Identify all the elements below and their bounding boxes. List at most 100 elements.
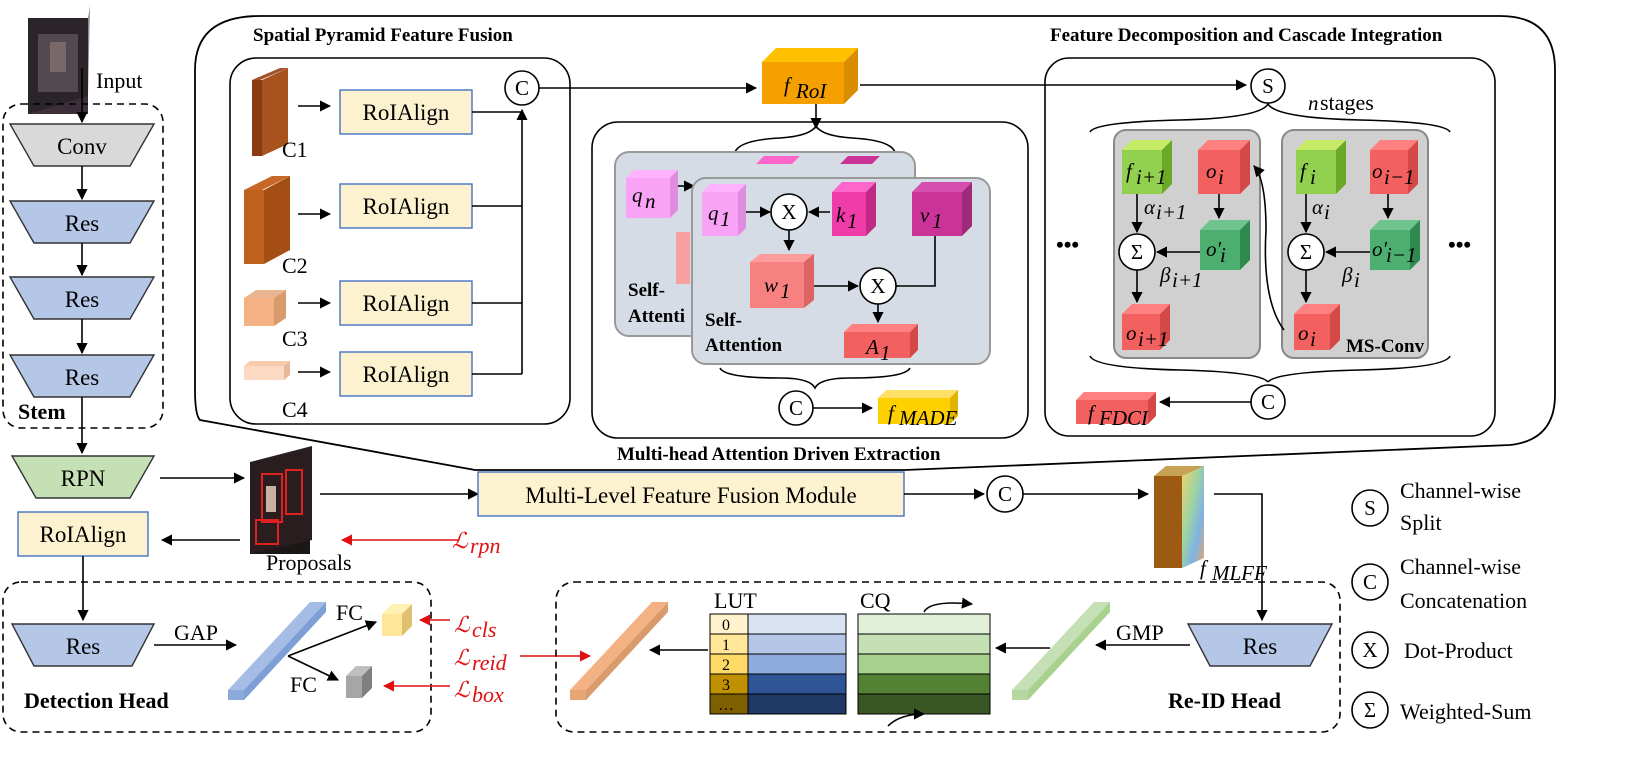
f-mlff-label: f MLFF	[1200, 556, 1267, 585]
c3-label: C3	[282, 326, 308, 351]
svg-text:Channel-wise: Channel-wise	[1400, 554, 1521, 579]
svg-text:Concatenation: Concatenation	[1400, 588, 1527, 613]
f-i: f i	[1296, 140, 1346, 194]
sum-op-a: Σ	[1118, 233, 1156, 271]
loss-rpn: ℒ rpn	[452, 528, 501, 558]
o-prime-i-minus-1: o′ i−1	[1370, 220, 1420, 270]
res-block-3: Res	[8, 354, 156, 398]
svg-text:Dot-Product: Dot-Product	[1404, 638, 1513, 663]
attention-output: A 1	[844, 324, 918, 365]
fc-top-label: FC	[336, 600, 363, 625]
svg-text:f: f	[888, 401, 897, 425]
svg-text:…: …	[718, 697, 734, 714]
svg-text:i+1: i+1	[1172, 268, 1203, 292]
o-i-plus-1: o i+1	[1122, 304, 1170, 351]
svg-text:i: i	[1220, 243, 1226, 267]
fc-bottom-label: FC	[290, 672, 317, 697]
svg-text:0: 0	[722, 617, 730, 634]
beta-i: β i	[1341, 263, 1360, 292]
concat-op-made: C	[778, 390, 814, 426]
alpha-i-plus-1: α i+1	[1144, 195, 1187, 224]
sum-op-b: Σ	[1287, 233, 1325, 271]
alpha-i: α i	[1312, 195, 1330, 224]
loss-box: ℒ box	[454, 677, 504, 707]
res-label: Res	[65, 287, 100, 312]
made-title: Multi-head Attention Driven Extraction	[617, 444, 941, 465]
proposals-label: Proposals	[266, 550, 352, 575]
svg-text:S: S	[1364, 496, 1376, 520]
legend-sum: Σ Weighted-Sum	[1351, 691, 1531, 729]
svg-text:1: 1	[880, 341, 891, 365]
stem-group	[2, 103, 164, 429]
svg-text:β: β	[1159, 263, 1171, 287]
mlff-module: Multi-Level Feature Fusion Module	[477, 471, 905, 517]
svg-text:i−1: i−1	[1384, 165, 1415, 189]
svg-text:RoIAlign: RoIAlign	[363, 291, 450, 316]
fdci-panel	[1044, 57, 1496, 437]
svg-text:X: X	[870, 274, 885, 298]
svg-text:Weighted-Sum: Weighted-Sum	[1400, 699, 1531, 724]
input-label: Input	[96, 68, 142, 93]
svg-text:1: 1	[847, 209, 858, 233]
roialign-block-main: RoIAlign	[17, 511, 149, 557]
self-attention-label: Self-	[705, 310, 742, 331]
made-panel	[591, 121, 1029, 439]
svg-text:f: f	[784, 73, 793, 97]
svg-text:S: S	[1262, 74, 1274, 98]
roialign-c2: RoIAlign	[339, 183, 473, 229]
svg-text:Channel-wise: Channel-wise	[1400, 478, 1521, 503]
stem-label: Stem	[18, 399, 66, 424]
svg-text:o′: o′	[1372, 237, 1388, 261]
concat-op-spf: C	[504, 70, 540, 106]
svg-text:2: 2	[722, 657, 730, 674]
f-made-block: f MADE	[878, 390, 958, 430]
svg-text:α: α	[1312, 195, 1324, 219]
gmp-label: GMP	[1116, 620, 1164, 645]
f-mlff-block	[1154, 466, 1204, 568]
reid-head-group	[555, 581, 1341, 733]
svg-text:f: f	[1200, 556, 1209, 580]
input-image	[28, 6, 90, 114]
det-res-block: Res	[10, 623, 156, 667]
svg-text:q: q	[632, 183, 643, 207]
svg-text:Res: Res	[1243, 634, 1278, 659]
svg-text:reid: reid	[472, 650, 508, 675]
back-self-attention-label: Self-	[628, 280, 665, 301]
svg-text:f: f	[1126, 159, 1135, 183]
svg-text:i+1: i+1	[1156, 200, 1187, 224]
roialign-c4: RoIAlign	[339, 351, 473, 397]
legend-dot: X Dot-Product	[1351, 631, 1513, 669]
svg-text:Split: Split	[1400, 510, 1442, 535]
conv-label: Conv	[57, 134, 107, 159]
reid-res-block: Res	[1186, 623, 1334, 667]
value-1: v 1	[912, 182, 972, 236]
svg-text:MADE: MADE	[898, 406, 957, 430]
res-block-2: Res	[8, 276, 156, 320]
svg-text:Σ: Σ	[1131, 240, 1143, 264]
roialign-c3: RoIAlign	[339, 280, 473, 326]
svg-text:stages: stages	[1320, 90, 1374, 115]
svg-text:Σ: Σ	[1300, 240, 1312, 264]
feature-c4	[244, 361, 290, 380]
svg-text:f: f	[1300, 159, 1309, 183]
lut-table: 0 1 2 3 …	[709, 613, 847, 715]
o-i-minus-1: o i−1	[1370, 140, 1418, 194]
svg-text:C: C	[1261, 390, 1275, 414]
gap-label: GAP	[174, 620, 218, 645]
svg-text:i−1: i−1	[1386, 243, 1417, 267]
feature-c3	[244, 290, 286, 326]
f-roi-block: f RoI	[762, 48, 858, 104]
svg-text:RoIAlign: RoIAlign	[363, 194, 450, 219]
svg-text:q: q	[708, 201, 719, 225]
svg-text:o: o	[1126, 321, 1137, 345]
svg-text:i: i	[1218, 165, 1224, 189]
svg-text:o: o	[1298, 321, 1309, 345]
svg-text:n: n	[645, 189, 656, 213]
c1-label: C1	[282, 137, 308, 162]
fc-cls-block	[382, 604, 412, 636]
svg-text:Attention: Attention	[705, 335, 782, 356]
o-i-out: o i	[1294, 304, 1340, 351]
detection-head-title: Detection Head	[24, 688, 169, 713]
lut-label: LUT	[714, 588, 757, 613]
